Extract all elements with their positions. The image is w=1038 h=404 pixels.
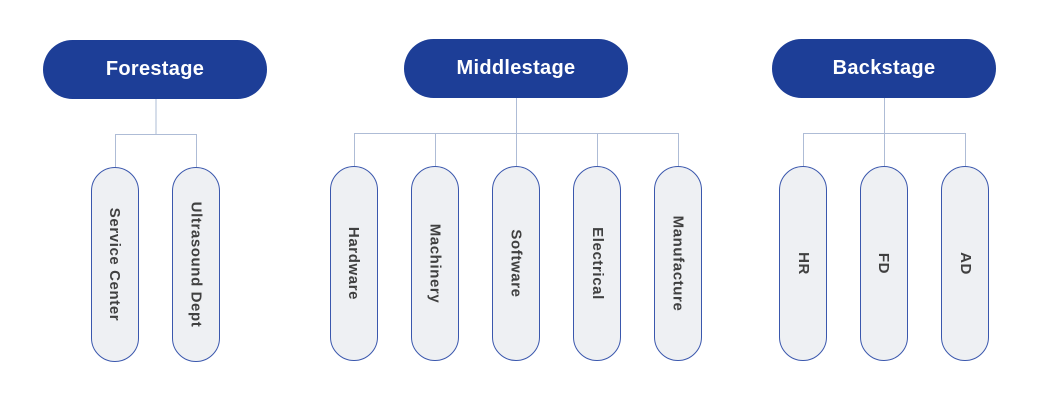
department-node-manufacture: Manufacture bbox=[654, 166, 702, 361]
department-node-electrical: Electrical bbox=[573, 166, 621, 361]
department-label: AD bbox=[956, 252, 974, 275]
connector-lines bbox=[354, 98, 679, 166]
department-node-hr: HR bbox=[779, 166, 827, 361]
group-header: Middlestage bbox=[404, 39, 628, 98]
group-header-label: Backstage bbox=[832, 57, 936, 79]
department-node-service-center: Service Center bbox=[90, 167, 139, 362]
children-row: Service Center Ultrasound Dept bbox=[90, 167, 220, 362]
department-label: Service Center bbox=[106, 207, 123, 322]
org-section-forestage: Forestage Service Center Ultrasound Dept bbox=[42, 40, 268, 362]
department-node-ad: AD bbox=[941, 166, 989, 361]
department-node-ultrasound-dept: Ultrasound Dept bbox=[171, 167, 220, 362]
department-label: FD bbox=[875, 252, 893, 275]
department-node-machinery: Machinery bbox=[411, 166, 459, 361]
group-header: Backstage bbox=[772, 39, 996, 98]
department-label: HR bbox=[794, 252, 812, 275]
children-row: Hardware Machinery Software Electrical M… bbox=[330, 166, 702, 361]
department-label: Machinery bbox=[426, 223, 444, 304]
org-section-middlestage: Middlestage Hardware Machinery Software … bbox=[330, 39, 702, 361]
group-header-label: Forestage bbox=[105, 58, 205, 80]
department-label: Hardware bbox=[345, 226, 363, 301]
children-row: HR FD AD bbox=[779, 166, 989, 361]
department-label: Electrical bbox=[588, 227, 606, 300]
group-header-label: Middlestage bbox=[456, 57, 576, 79]
connector-lines bbox=[114, 99, 197, 167]
connector-lines bbox=[803, 98, 966, 166]
department-label: Manufacture bbox=[669, 215, 687, 312]
department-node-hardware: Hardware bbox=[330, 166, 378, 361]
department-node-software: Software bbox=[492, 166, 540, 361]
group-header: Forestage bbox=[43, 40, 267, 99]
department-label: Software bbox=[507, 229, 525, 298]
org-section-backstage: Backstage HR FD AD bbox=[771, 39, 997, 361]
department-label: Ultrasound Dept bbox=[187, 201, 205, 328]
department-node-fd: FD bbox=[860, 166, 908, 361]
